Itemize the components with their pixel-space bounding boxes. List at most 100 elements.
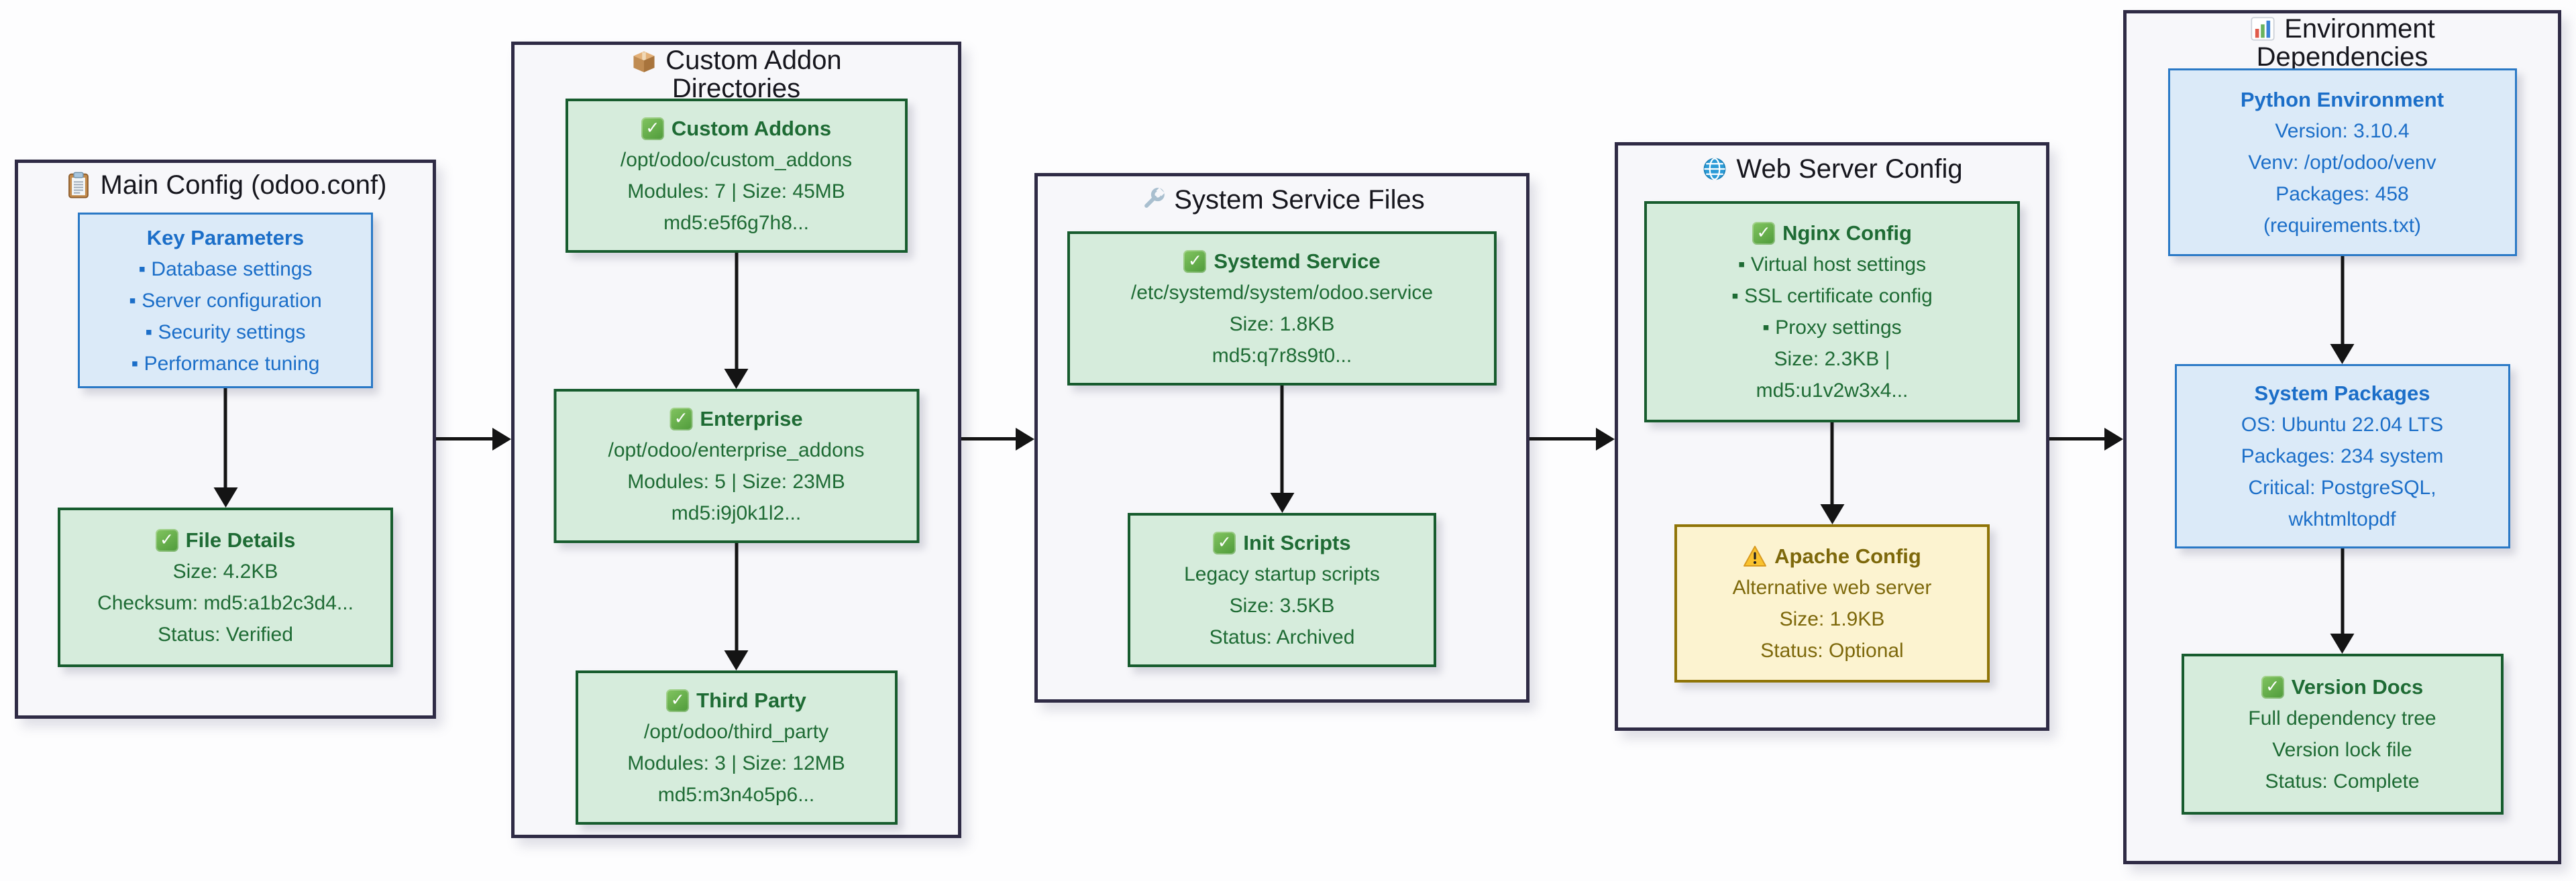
node-python-environment: Python Environment Version: 3.10.4 Venv:… [2167, 68, 2517, 256]
arrow-down [223, 388, 227, 487]
node-title: ✓ Systemd Service [1183, 245, 1381, 277]
node-line: Status: Archived [1209, 626, 1355, 648]
group-title: Environment [2284, 14, 2435, 44]
node-title: Python Environment [2240, 87, 2445, 111]
node-line: /etc/systemd/system/odoo.service [1130, 282, 1434, 304]
node-line: ▪ SSL certificate config [1731, 285, 1933, 307]
node-line: Full dependency tree [2248, 707, 2436, 729]
group-title: System Service Files [1174, 185, 1425, 215]
node-line: Size: 4.2KB [172, 561, 278, 583]
node-line: ▪ Database settings [138, 257, 313, 280]
arrow-down [1830, 422, 1834, 504]
arrow-service-files-to-web-server [1529, 437, 1596, 440]
group-web-server-config: Web Server Config ✓ Nginx Config ▪ Virtu… [1615, 142, 2049, 731]
node-key-parameters: Key Parameters ▪ Database settings ▪ Ser… [78, 213, 373, 388]
node-line: md5:u1v2w3x4... [1756, 379, 1909, 402]
group-main-config: Main Config (odoo.conf) Key Parameters ▪… [15, 160, 436, 719]
arrow-down [2341, 256, 2344, 344]
check-icon: ✓ [155, 528, 178, 552]
node-systemd-service: ✓ Systemd Service /etc/systemd/system/od… [1067, 231, 1497, 386]
node-line: /opt/odoo/third_party [643, 721, 829, 743]
node-line: Status: Verified [158, 624, 293, 646]
node-line: Packages: 458 [2275, 182, 2409, 205]
check-icon: ✓ [1752, 221, 1776, 245]
node-line: md5:e5f6g7h8... [663, 212, 809, 234]
check-icon: ✓ [1213, 531, 1236, 554]
node-title: ✓ Custom Addons [641, 113, 831, 144]
node-title: ✓ Nginx Config [1752, 217, 1912, 249]
globe-icon [1701, 156, 1728, 182]
group-web-server-header: Web Server Config [1618, 154, 2046, 184]
node-title: ✓ Version Docs [2261, 671, 2423, 703]
node-line: /opt/odoo/enterprise_addons [608, 439, 865, 461]
node-init-scripts: ✓ Init Scripts Legacy startup scripts Si… [1128, 513, 1436, 667]
node-title: Apache Config [1743, 540, 1921, 572]
warning-icon [1743, 544, 1767, 569]
arrow-down [1280, 386, 1284, 493]
node-line: Venv: /opt/odoo/venv [2248, 151, 2436, 174]
node-line: Size: 1.8KB [1229, 313, 1335, 335]
node-title: System Packages [2254, 381, 2430, 405]
node-line: Version lock file [2272, 739, 2412, 761]
group-title: Web Server Config [1736, 154, 1963, 184]
arrow-main-config-to-custom-addons [436, 437, 492, 440]
check-icon: ✓ [2261, 675, 2284, 699]
node-version-docs: ✓ Version Docs Full dependency tree Vers… [2181, 654, 2504, 815]
clipboard-icon [64, 171, 93, 199]
node-line: (requirements.txt) [2263, 214, 2422, 237]
check-icon: ✓ [1183, 249, 1207, 273]
check-icon: ✓ [669, 407, 693, 430]
group-custom-addon-directories: Custom Addon Directories ✓ Custom Addons… [511, 42, 961, 838]
node-system-packages: System Packages OS: Ubuntu 22.04 LTS Pac… [2174, 364, 2510, 548]
group-title: Main Config (odoo.conf) [100, 170, 387, 200]
node-line: Size: 2.3KB | [1774, 348, 1890, 370]
node-line: OS: Ubuntu 22.04 LTS [2241, 414, 2444, 436]
group-environment-header: Environment Dependencies [2127, 15, 2558, 71]
node-title: Key Parameters [146, 225, 305, 249]
node-title: ✓ Third Party [666, 685, 806, 716]
node-line: Modules: 7 | Size: 45MB [627, 180, 845, 202]
bar-chart-icon [2249, 15, 2276, 42]
node-nginx-config: ✓ Nginx Config ▪ Virtual host settings ▪… [1644, 201, 2020, 422]
node-line: Status: Optional [1760, 640, 1904, 662]
group-title-line2: Dependencies [2256, 42, 2428, 72]
wrench-icon [1139, 186, 1166, 213]
check-icon: ✓ [666, 689, 690, 712]
group-custom-addon-header: Custom Addon Directories [515, 46, 958, 103]
group-title: Custom Addon [665, 46, 842, 75]
node-apache-config: Apache Config Alternative web server Siz… [1674, 524, 1990, 683]
arrow-web-server-to-environment [2049, 437, 2104, 440]
node-line: md5:m3n4o5p6... [657, 784, 815, 806]
group-environment-dependencies: Environment Dependencies Python Environm… [2123, 10, 2561, 864]
node-line: Size: 3.5KB [1229, 595, 1335, 617]
arrow-down [735, 253, 738, 369]
group-main-config-header: Main Config (odoo.conf) [18, 170, 433, 200]
node-line: ▪ Proxy settings [1762, 316, 1902, 339]
node-line: Legacy startup scripts [1184, 563, 1380, 585]
node-line: Modules: 5 | Size: 23MB [627, 471, 845, 493]
node-line: ▪ Security settings [145, 320, 306, 343]
node-title: ✓ File Details [155, 524, 295, 556]
node-line: wkhtmltopdf [2288, 508, 2396, 530]
node-line: md5:i9j0k1l2... [671, 502, 802, 524]
node-line: Alternative web server [1732, 577, 1932, 599]
group-title-line2: Directories [672, 74, 801, 103]
node-line: Modules: 3 | Size: 12MB [627, 752, 845, 774]
node-third-party: ✓ Third Party /opt/odoo/third_party Modu… [575, 670, 898, 825]
node-line: /opt/odoo/custom_addons [620, 149, 853, 171]
node-line: ▪ Virtual host settings [1737, 253, 1927, 276]
arrow-down [735, 543, 738, 650]
node-line: md5:q7r8s9t0... [1212, 345, 1352, 367]
node-custom-addons: ✓ Custom Addons /opt/odoo/custom_addons … [565, 99, 908, 253]
node-line: Size: 1.9KB [1779, 608, 1885, 630]
arrow-custom-addons-to-service-files [961, 437, 1016, 440]
node-line: Status: Complete [2265, 770, 2420, 792]
node-enterprise: ✓ Enterprise /opt/odoo/enterprise_addons… [553, 389, 919, 543]
node-title: ✓ Enterprise [669, 403, 803, 434]
node-line: Packages: 234 system [2241, 445, 2444, 467]
node-line: Version: 3.10.4 [2275, 119, 2410, 142]
node-line: Checksum: md5:a1b2c3d4... [97, 592, 354, 614]
node-line: ▪ Server configuration [129, 289, 322, 312]
node-line: ▪ Performance tuning [131, 352, 320, 375]
group-system-service-header: System Service Files [1038, 184, 1526, 215]
